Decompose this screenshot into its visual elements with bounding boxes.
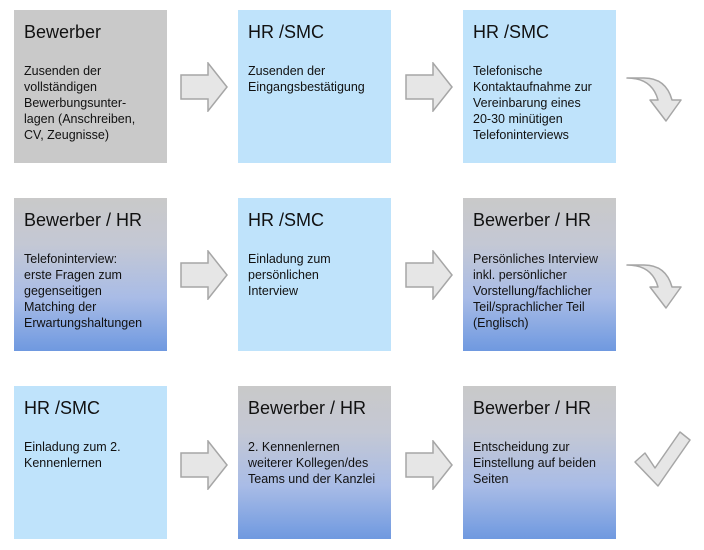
step-title: Bewerber / HR: [248, 398, 367, 418]
step-title: Bewerber / HR: [473, 210, 592, 230]
step-box-r1-c1: Bewerber Zusenden der vollständigen Bewe…: [14, 10, 167, 163]
right-arrow-icon: [405, 250, 453, 300]
step-box-r1-c3: HR /SMC Telefonische Kontaktaufnahme zur…: [463, 10, 616, 163]
right-arrow-icon: [405, 440, 453, 490]
step-title: HR /SMC: [248, 210, 324, 230]
step-title: Bewerber / HR: [473, 398, 592, 418]
curved-down-arrow-icon: [626, 76, 682, 122]
step-title: HR /SMC: [248, 22, 324, 42]
step-box-r2-c1: Bewerber / HR Telefoninterview: erste Fr…: [14, 198, 167, 351]
step-description: 2. Kennenlernen weiterer Kollegen/des Te…: [248, 440, 376, 486]
step-box-r3-c1: HR /SMC Einladung zum 2. Kennenlernen: [14, 386, 167, 539]
step-box-r2-c3: Bewerber / HR Persönliches Interview ink…: [463, 198, 616, 351]
right-arrow-icon: [180, 440, 228, 490]
step-box-r3-c2: Bewerber / HR 2. Kennenlernen weiterer K…: [238, 386, 391, 539]
step-description: Zusenden der Eingangsbestätigung: [248, 64, 365, 94]
step-description: Entscheidung zur Einstellung auf beiden …: [473, 440, 597, 486]
checkmark-icon: [633, 430, 691, 488]
step-box-r1-c2: HR /SMC Zusenden der Eingangsbestätigung: [238, 10, 391, 163]
step-description: Einladung zum 2. Kennenlernen: [24, 440, 121, 470]
step-title: Bewerber / HR: [24, 210, 143, 230]
step-title: Bewerber: [24, 22, 102, 42]
right-arrow-icon: [180, 62, 228, 112]
right-arrow-icon: [180, 250, 228, 300]
step-box-r3-c3: Bewerber / HR Entscheidung zur Einstellu…: [463, 386, 616, 539]
step-box-r2-c2: HR /SMC Einladung zum persönlichen Inter…: [238, 198, 391, 351]
step-description: Telefonische Kontaktaufnahme zur Vereinb…: [473, 64, 592, 142]
step-title: HR /SMC: [24, 398, 100, 418]
step-description: Persönliches Interview inkl. persönliche…: [473, 252, 599, 330]
curved-down-arrow-icon: [626, 263, 682, 309]
step-title: HR /SMC: [473, 22, 549, 42]
right-arrow-icon: [405, 62, 453, 112]
step-description: Zusenden der vollständigen Bewerbungsunt…: [24, 64, 136, 142]
step-description: Einladung zum persönlichen Interview: [248, 252, 331, 298]
step-description: Telefoninterview: erste Fragen zum gegen…: [24, 252, 143, 330]
